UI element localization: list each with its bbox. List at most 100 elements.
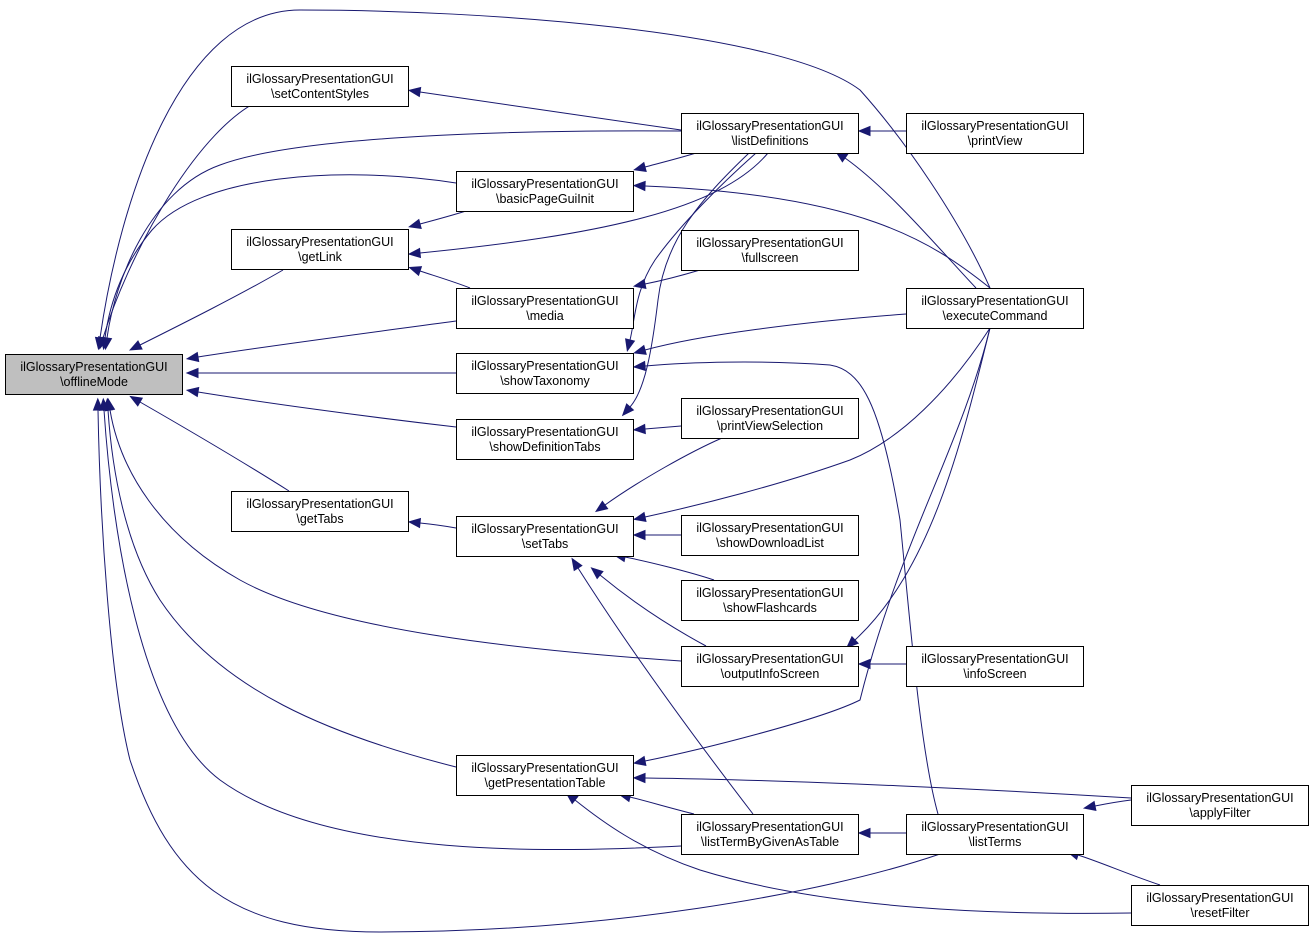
node-method-label: \setContentStyles xyxy=(271,87,369,101)
node-setContentStyles[interactable]: ilGlossaryPresentationGUI\setContentStyl… xyxy=(231,66,409,107)
node-box[interactable] xyxy=(681,515,859,556)
node-class-label: ilGlossaryPresentationGUI xyxy=(471,522,618,536)
node-resetFilter[interactable]: ilGlossaryPresentationGUI\resetFilter xyxy=(1131,885,1309,926)
node-box[interactable] xyxy=(1131,885,1309,926)
node-getLink[interactable]: ilGlossaryPresentationGUI\getLink xyxy=(231,229,409,270)
edge-line xyxy=(644,313,907,351)
edge-line xyxy=(644,152,697,168)
node-box[interactable] xyxy=(681,646,859,687)
node-method-label: \resetFilter xyxy=(1190,906,1249,920)
node-box[interactable] xyxy=(681,113,859,154)
edge-showTaxonomy-to-offlineMode xyxy=(185,367,456,379)
edge-fullscreen-to-media xyxy=(632,269,701,290)
node-showDownloadList[interactable]: ilGlossaryPresentationGUI\showDownloadLi… xyxy=(681,515,859,556)
node-class-label: ilGlossaryPresentationGUI xyxy=(696,236,843,250)
arrowhead-icon xyxy=(633,344,647,355)
edge-line xyxy=(629,152,750,408)
edge-listTermByGivenAsTable-to-setTabs xyxy=(571,557,754,815)
arrowhead-icon xyxy=(571,557,583,572)
node-showFlashcards[interactable]: ilGlossaryPresentationGUI\showFlashcards xyxy=(681,580,859,621)
node-offlineMode[interactable]: ilGlossaryPresentationGUI\offlineMode xyxy=(5,354,183,395)
node-fullscreen[interactable]: ilGlossaryPresentationGUI\fullscreen xyxy=(681,230,859,271)
edge-executeCommand-to-outputInfoScreen xyxy=(845,327,991,649)
edge-printView-to-listDefinitions xyxy=(857,125,906,137)
edge-outputInfoScreen-to-setTabs xyxy=(590,567,707,647)
node-listTermByGivenAsTable[interactable]: ilGlossaryPresentationGUI\listTermByGive… xyxy=(681,814,859,855)
edge-line xyxy=(1094,799,1132,807)
node-box[interactable] xyxy=(906,288,1084,329)
edge-line xyxy=(104,174,457,339)
node-printViewSelection[interactable]: ilGlossaryPresentationGUI\printViewSelec… xyxy=(681,398,859,439)
node-media[interactable]: ilGlossaryPresentationGUI\media xyxy=(456,288,634,329)
edge-executeCommand-to-basicPageGuiInit xyxy=(632,180,991,289)
node-box[interactable] xyxy=(231,491,409,532)
node-box[interactable] xyxy=(231,229,409,270)
node-outputInfoScreen[interactable]: ilGlossaryPresentationGUI\outputInfoScre… xyxy=(681,646,859,687)
node-showDefinitionTabs[interactable]: ilGlossaryPresentationGUI\showDefinition… xyxy=(456,419,634,460)
node-printView[interactable]: ilGlossaryPresentationGUI\printView xyxy=(906,113,1084,154)
node-method-label: \infoScreen xyxy=(963,667,1026,681)
node-infoScreen[interactable]: ilGlossaryPresentationGUI\infoScreen xyxy=(906,646,1084,687)
node-box[interactable] xyxy=(456,516,634,557)
edge-listDefinitions-to-showDefinitionTabs xyxy=(621,152,750,417)
node-method-label: \getLink xyxy=(298,250,343,264)
edge-line xyxy=(139,401,290,492)
arrowhead-icon xyxy=(128,340,143,351)
node-box[interactable] xyxy=(456,288,634,329)
node-method-label: \applyFilter xyxy=(1189,806,1250,820)
arrowhead-icon xyxy=(92,397,104,411)
node-basicPageGuiInit[interactable]: ilGlossaryPresentationGUI\basicPageGuiIn… xyxy=(456,171,634,212)
node-method-label: \printView xyxy=(968,134,1024,148)
edge-line xyxy=(629,796,695,815)
node-box[interactable] xyxy=(456,353,634,394)
node-method-label: \offlineMode xyxy=(60,375,128,389)
node-box[interactable] xyxy=(906,113,1084,154)
node-class-label: ilGlossaryPresentationGUI xyxy=(246,72,393,86)
edge-listTerms-to-showTaxonomy xyxy=(632,360,939,815)
node-box[interactable] xyxy=(456,755,634,796)
node-box[interactable] xyxy=(5,354,183,395)
node-box[interactable] xyxy=(456,419,634,460)
edge-line xyxy=(419,522,457,529)
edge-listDefinitions-to-basicPageGuiInit xyxy=(633,152,697,172)
edge-line xyxy=(102,98,264,339)
node-class-label: ilGlossaryPresentationGUI xyxy=(1146,791,1293,805)
arrowhead-icon xyxy=(408,266,423,277)
arrowhead-icon xyxy=(632,772,646,784)
arrowhead-icon xyxy=(594,500,609,513)
arrowhead-icon xyxy=(632,278,647,290)
edge-line xyxy=(107,409,457,768)
arrowhead-icon xyxy=(1082,800,1097,812)
edge-applyFilter-to-listTerms xyxy=(1082,799,1132,812)
node-box[interactable] xyxy=(906,814,1084,855)
node-setTabs[interactable]: ilGlossaryPresentationGUI\setTabs xyxy=(456,516,634,557)
node-applyFilter[interactable]: ilGlossaryPresentationGUI\applyFilter xyxy=(1131,785,1309,826)
arrowhead-icon xyxy=(408,218,422,229)
node-method-label: \showDefinitionTabs xyxy=(489,440,600,454)
node-class-label: ilGlossaryPresentationGUI xyxy=(921,820,1068,834)
edge-media-to-getLink xyxy=(408,266,471,289)
edge-listDefinitions-to-getLink xyxy=(407,152,769,259)
edge-media-to-offlineMode xyxy=(185,320,457,363)
node-showTaxonomy[interactable]: ilGlossaryPresentationGUI\showTaxonomy xyxy=(456,353,634,394)
arrowhead-icon xyxy=(590,567,604,580)
node-getTabs[interactable]: ilGlossaryPresentationGUI\getTabs xyxy=(231,491,409,532)
node-getPresentationTable[interactable]: ilGlossaryPresentationGUI\getPresentatio… xyxy=(456,755,634,796)
edge-setContentStyles-to-offlineMode xyxy=(98,98,264,350)
edge-line xyxy=(599,574,707,647)
node-box[interactable] xyxy=(231,66,409,107)
node-box[interactable] xyxy=(1131,785,1309,826)
node-box[interactable] xyxy=(681,580,859,621)
node-box[interactable] xyxy=(681,230,859,271)
node-executeCommand[interactable]: ilGlossaryPresentationGUI\executeCommand xyxy=(906,288,1084,329)
node-listDefinitions[interactable]: ilGlossaryPresentationGUI\listDefinition… xyxy=(681,113,859,154)
arrowhead-icon xyxy=(857,125,871,137)
node-box[interactable] xyxy=(906,646,1084,687)
edge-line xyxy=(644,425,682,430)
node-listTerms[interactable]: ilGlossaryPresentationGUI\listTerms xyxy=(906,814,1084,855)
node-box[interactable] xyxy=(681,814,859,855)
node-box[interactable] xyxy=(681,398,859,439)
edge-line xyxy=(419,210,467,225)
node-box[interactable] xyxy=(456,171,634,212)
